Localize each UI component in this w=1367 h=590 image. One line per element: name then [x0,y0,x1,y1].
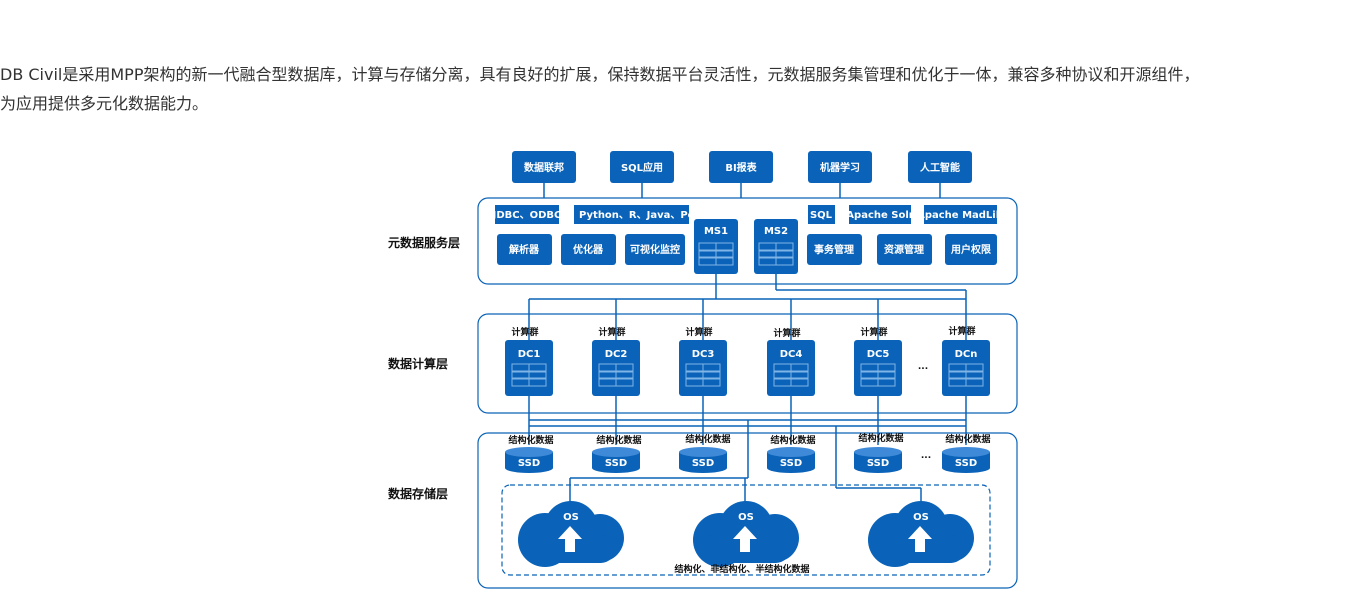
os-caption: 结构化、非结构化、半结构化数据 [674,563,809,575]
ssd-3: 结构化数据 SSD [679,433,731,473]
interface-tag-languages-label: Python、R、Java、Perl、C [579,210,720,221]
metadata-layer-frame [477,197,1018,285]
app-button-bi-label: BI报表 [725,161,757,174]
dc5-server-label: DC5 [867,349,890,360]
ssd-2: 结构化数据 SSD [592,434,642,473]
storage-ellipsis: ... [921,451,931,461]
dcn-cluster-label: 计算群 [948,325,975,337]
app-button-federation-label: 数据联邦 [524,161,564,174]
compute-layer-label: 数据计算层 [388,356,448,371]
intro-text: DB Civil是采用MPP架构的新一代融合型数据库，计算与存储分离，具有良好的… [0,60,1367,118]
module-optimizer-label: 优化器 [573,243,604,256]
app-button-ai[interactable]: 人工智能 [908,151,972,183]
module-optimizer: 优化器 [561,234,616,265]
ssd-3-label: SSD [692,458,714,469]
dc3-server: 计算群 DC3 [679,326,727,396]
os-cloud-2-icon: OS [693,501,799,567]
dc2-server-label: DC2 [605,349,628,360]
ms2-server: MS2 [754,219,798,274]
app-button-ml[interactable]: 机器学习 [808,151,872,183]
compute-ellipsis: ... [918,362,928,372]
module-transaction-label: 事务管理 [814,243,854,256]
ms1-server-label: MS1 [704,226,728,237]
intro-line-1: DB Civil是采用MPP架构的新一代融合型数据库，计算与存储分离，具有良好的… [0,65,1200,84]
ms1-server: MS1 [694,219,738,274]
ssd-5-label: SSD [867,458,889,469]
ms2-server-label: MS2 [764,226,788,237]
ssd-1-label: SSD [518,458,540,469]
module-parser-label: 解析器 [509,243,540,256]
object-storage-frame [501,484,991,576]
dc4-server-label: DC4 [780,349,803,360]
module-parser: 解析器 [497,234,552,265]
dcn-server: 计算群 DCn [942,325,990,396]
ssd-4-caption: 结构化数据 [770,434,815,446]
app-button-sql[interactable]: SQL应用 [610,151,674,183]
dc2-server: 计算群 DC2 [592,326,640,396]
dcn-server-label: DCn [955,349,978,360]
interface-tag-sql-label: SQL [810,210,833,221]
interface-tag-languages: Python、R、Java、Perl、C [574,205,720,224]
dc3-cluster-label: 计算群 [685,326,712,338]
module-resource: 资源管理 [877,234,932,265]
module-user-permission-label: 用户权限 [950,243,992,256]
dc4-cluster-label: 计算群 [773,327,800,339]
dc1-server: 计算群 DC1 [505,326,553,396]
ssd-n-label: SSD [955,458,977,469]
module-visual-monitor-label: 可视化监控 [630,243,680,256]
app-button-federation[interactable]: 数据联邦 [512,151,576,183]
ssd-3-caption: 结构化数据 [685,433,730,445]
ssd-1-caption: 结构化数据 [508,434,553,446]
app-button-ai-label: 人工智能 [920,161,960,174]
app-button-bi[interactable]: BI报表 [709,151,773,183]
interface-tag-solr-label: Apache Solr [846,210,913,221]
dc3-server-label: DC3 [692,349,715,360]
compute-layer-frame [477,313,1018,414]
ssd-5-caption: 结构化数据 [858,432,903,444]
interface-tag-madlib: Apache MadLib [917,205,1003,224]
ssd-4: 结构化数据 SSD [767,434,816,473]
os-cloud-1-label: OS [563,512,579,523]
interface-tag-sql: SQL [808,205,835,224]
ssd-n-caption: 结构化数据 [945,433,990,445]
dc4-server: 计算群 DC4 [767,327,815,396]
dc5-cluster-label: 计算群 [860,326,887,338]
interface-tag-jdbc-label: JDBC、ODBC [492,210,562,221]
ssd-2-caption: 结构化数据 [596,434,641,446]
dc1-cluster-label: 计算群 [511,326,538,338]
dc1-server-label: DC1 [518,349,541,360]
interface-tag-jdbc: JDBC、ODBC [492,205,562,224]
intro-line-2: 为应用提供多元化数据能力。 [0,94,209,113]
ssd-2-label: SSD [605,458,627,469]
interface-tag-solr: Apache Solr [846,205,914,224]
app-button-ml-label: 机器学习 [820,161,860,174]
module-transaction: 事务管理 [807,234,862,265]
os-cloud-3-icon: OS [868,501,974,567]
connector-lines [528,183,967,508]
dc5-server: 计算群 DC5 [854,326,902,396]
module-visual-monitor: 可视化监控 [625,234,685,265]
ssd-5: 结构化数据 SSD [854,432,904,473]
storage-layer-label: 数据存储层 [388,486,448,501]
os-cloud-1-icon: OS [518,501,624,567]
ssd-n: 结构化数据 SSD [942,433,991,473]
ssd-4-label: SSD [780,458,802,469]
os-cloud-3-label: OS [913,512,929,523]
module-resource-label: 资源管理 [884,243,924,256]
interface-tag-madlib-label: Apache MadLib [917,210,1003,221]
app-button-sql-label: SQL应用 [621,161,663,174]
metadata-layer-label: 元数据服务层 [388,235,460,250]
os-cloud-2-label: OS [738,512,754,523]
module-user-permission: 用户权限 [945,234,997,265]
ssd-1: 结构化数据 SSD [505,434,554,473]
dc2-cluster-label: 计算群 [598,326,625,338]
